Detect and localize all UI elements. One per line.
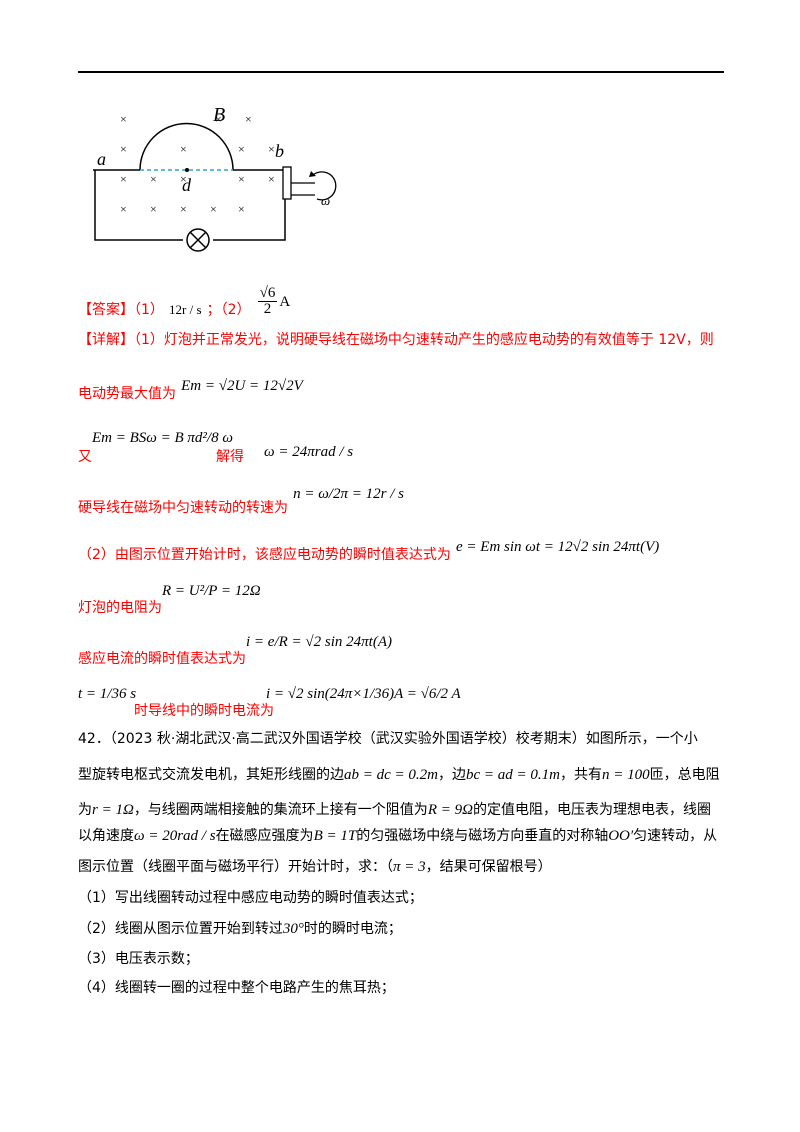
- svg-text:×: ×: [120, 112, 127, 126]
- crank-icon: [282, 166, 292, 200]
- circuit-figure: × × × × × × × × × × × × × × × × × a b B d ω: [93, 104, 337, 252]
- header-rule: [78, 71, 724, 73]
- svg-text:d: d: [182, 175, 192, 195]
- explain-line-1: 【详解】（1）灯泡并正常发光，说明硬导线在磁场中匀速转动产生的感应电动势的有效值…: [78, 332, 714, 348]
- question-line-4: 以角速度ω = 20rad / s在磁感应强度为B = 1T的匀强磁场中绕与磁场…: [78, 828, 718, 844]
- svg-text:×: ×: [120, 202, 127, 216]
- question-line-2: 型旋转电枢式交流发电机，其矩形线圈的边ab = dc = 0.2m，边bc = …: [78, 767, 720, 783]
- svg-text:×: ×: [238, 142, 245, 156]
- explain-line-3: 又 Em = BSω = B πd²/8 ω 解得 ω = 24πrad / s: [78, 430, 354, 465]
- svg-text:ω: ω: [321, 193, 330, 208]
- question-line-3: 为r = 1Ω，与线圈两端相接触的集流环上接有一个阻值为R = 9Ω的定值电阻，…: [78, 802, 711, 818]
- question-line-5: 图示位置（线圈平面与磁场平行）开始计时，求：（π = 3，结果可保留根号）: [78, 859, 552, 875]
- svg-text:B: B: [213, 104, 225, 126]
- svg-text:×: ×: [268, 172, 275, 186]
- cross: ×: [215, 112, 222, 126]
- question-item-3: （3）电压表示数；: [78, 951, 199, 967]
- svg-text:×: ×: [245, 112, 252, 126]
- magnetic-field-crosses: × × × × × × × × × × × × × × × × ×: [120, 112, 275, 216]
- svg-text:×: ×: [180, 202, 187, 216]
- svg-text:×: ×: [150, 172, 157, 186]
- svg-text:×: ×: [238, 202, 245, 216]
- question-item-4: （4）线圈转一圈的过程中整个电路产生的焦耳热；: [78, 980, 395, 996]
- svg-text:×: ×: [210, 202, 217, 216]
- semicircle-wire: [139, 122, 234, 171]
- explain-line-6: 灯泡的电阻为 R = U²/P = 12Ω: [78, 583, 261, 616]
- svg-text:×: ×: [238, 172, 245, 186]
- question-item-1: （1）写出线圈转动过程中感应电动势的瞬时值表达式；: [78, 890, 423, 906]
- question-item-2: （2）线圈从图示位置开始到转过30°时的瞬时电流；: [78, 921, 402, 937]
- svg-text:×: ×: [180, 142, 187, 156]
- explain-line-5: （2）由图示位置开始计时，该感应电动势的瞬时值表达式为 e = Em sin ω…: [78, 539, 660, 563]
- explain-line-4: 硬导线在磁场中匀速转动的转速为 n = ω/2π = 12r / s: [78, 486, 404, 516]
- svg-text:×: ×: [120, 142, 127, 156]
- question-line-1: 42．（2023 秋·湖北武汉·高二武汉外国语学校（武汉实验外国语学校）校考期末…: [78, 731, 698, 747]
- explain-line-7: 感应电流的瞬时值表达式为 i = e/R = √2 sin 24πt(A): [78, 634, 392, 667]
- rotation-arrow-icon: [312, 171, 337, 201]
- svg-text:×: ×: [268, 142, 275, 156]
- svg-text:×: ×: [150, 202, 157, 216]
- svg-text:×: ×: [120, 172, 127, 186]
- svg-text:b: b: [275, 141, 284, 161]
- svg-text:×: ×: [180, 172, 187, 186]
- explain-line-2: 电动势最大值为 Em = √2U = 12√2V: [78, 378, 303, 402]
- svg-text:a: a: [97, 149, 106, 169]
